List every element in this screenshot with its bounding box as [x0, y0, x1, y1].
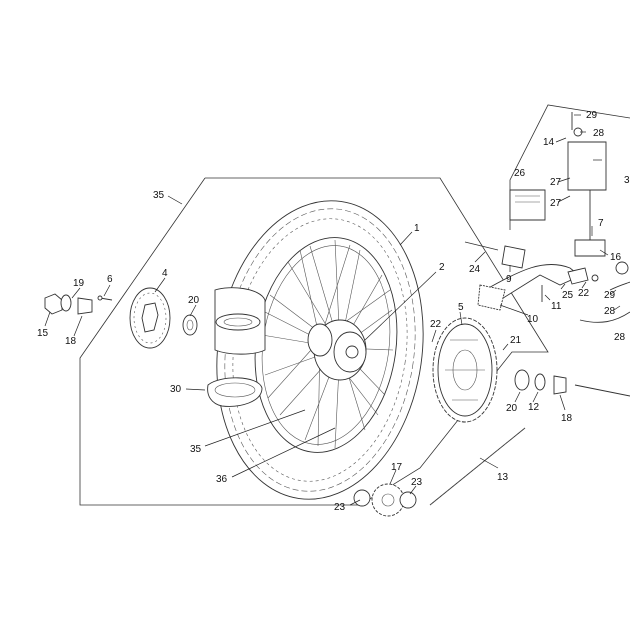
label-30: 30 — [170, 384, 182, 395]
front-sprocket — [353, 483, 417, 517]
label-36: 36 — [216, 474, 228, 485]
label-29-top: 29 — [586, 110, 598, 121]
label-21: 21 — [510, 335, 522, 346]
label-20-left: 20 — [188, 295, 200, 306]
label-28-top: 28 — [593, 128, 605, 139]
label-28-bottom: 28 — [614, 332, 626, 343]
label-18-left: 18 — [65, 336, 77, 347]
brake-pedal-assembly — [464, 112, 630, 323]
label-10: 10 — [527, 314, 539, 325]
label-12: 12 — [528, 402, 540, 413]
hub-left-flange — [307, 323, 333, 357]
label-5: 5 — [458, 302, 464, 313]
label-7: 7 — [598, 218, 604, 229]
assembly-frame — [79, 177, 549, 506]
leader-lines — [44, 114, 621, 506]
label-35-leader — [167, 195, 183, 205]
drive-chain — [429, 427, 526, 506]
rear-sprocket — [432, 317, 498, 423]
label-22-right: 22 — [578, 288, 590, 299]
label-23-right: 23 — [411, 477, 423, 488]
right-axle-parts — [514, 369, 630, 397]
label-9: 9 — [506, 274, 512, 285]
label-17: 17 — [391, 462, 403, 473]
label-29-right: 29 — [604, 290, 616, 301]
spacer-left — [182, 314, 198, 336]
label-25: 25 — [562, 290, 574, 301]
label-22-left: 22 — [430, 319, 442, 330]
label-3: 3 — [624, 175, 630, 186]
label-11: 11 — [551, 301, 562, 312]
label-13: 13 — [497, 472, 509, 483]
label-15: 15 — [37, 328, 49, 339]
label-27-bottom: 27 — [550, 198, 562, 209]
label-27-top: 27 — [550, 177, 562, 188]
axle-nut-assembly — [44, 293, 113, 315]
brake-disc — [129, 287, 171, 349]
label-4: 4 — [162, 268, 168, 279]
label-35-top: 35 — [153, 190, 165, 201]
label-1: 1 — [414, 223, 420, 234]
label-18-right: 18 — [561, 413, 573, 424]
label-16: 16 — [610, 252, 622, 263]
label-24: 24 — [469, 264, 481, 275]
inner-tube — [207, 287, 266, 407]
label-20-right: 20 — [506, 403, 518, 414]
label-23-left: 23 — [334, 502, 346, 513]
label-28-mid: 28 — [604, 306, 616, 317]
tyre-tread-inner — [232, 218, 408, 482]
label-6: 6 — [107, 274, 113, 285]
label-19: 19 — [73, 278, 85, 289]
part-labels: 1 2 3 4 5 6 7 9 10 11 12 13 14 15 16 17 … — [37, 110, 630, 513]
hub-center — [345, 345, 359, 359]
label-2: 2 — [439, 262, 445, 273]
label-26: 26 — [514, 168, 526, 179]
label-35-bottom: 35 — [190, 444, 202, 455]
label-14: 14 — [543, 137, 555, 148]
